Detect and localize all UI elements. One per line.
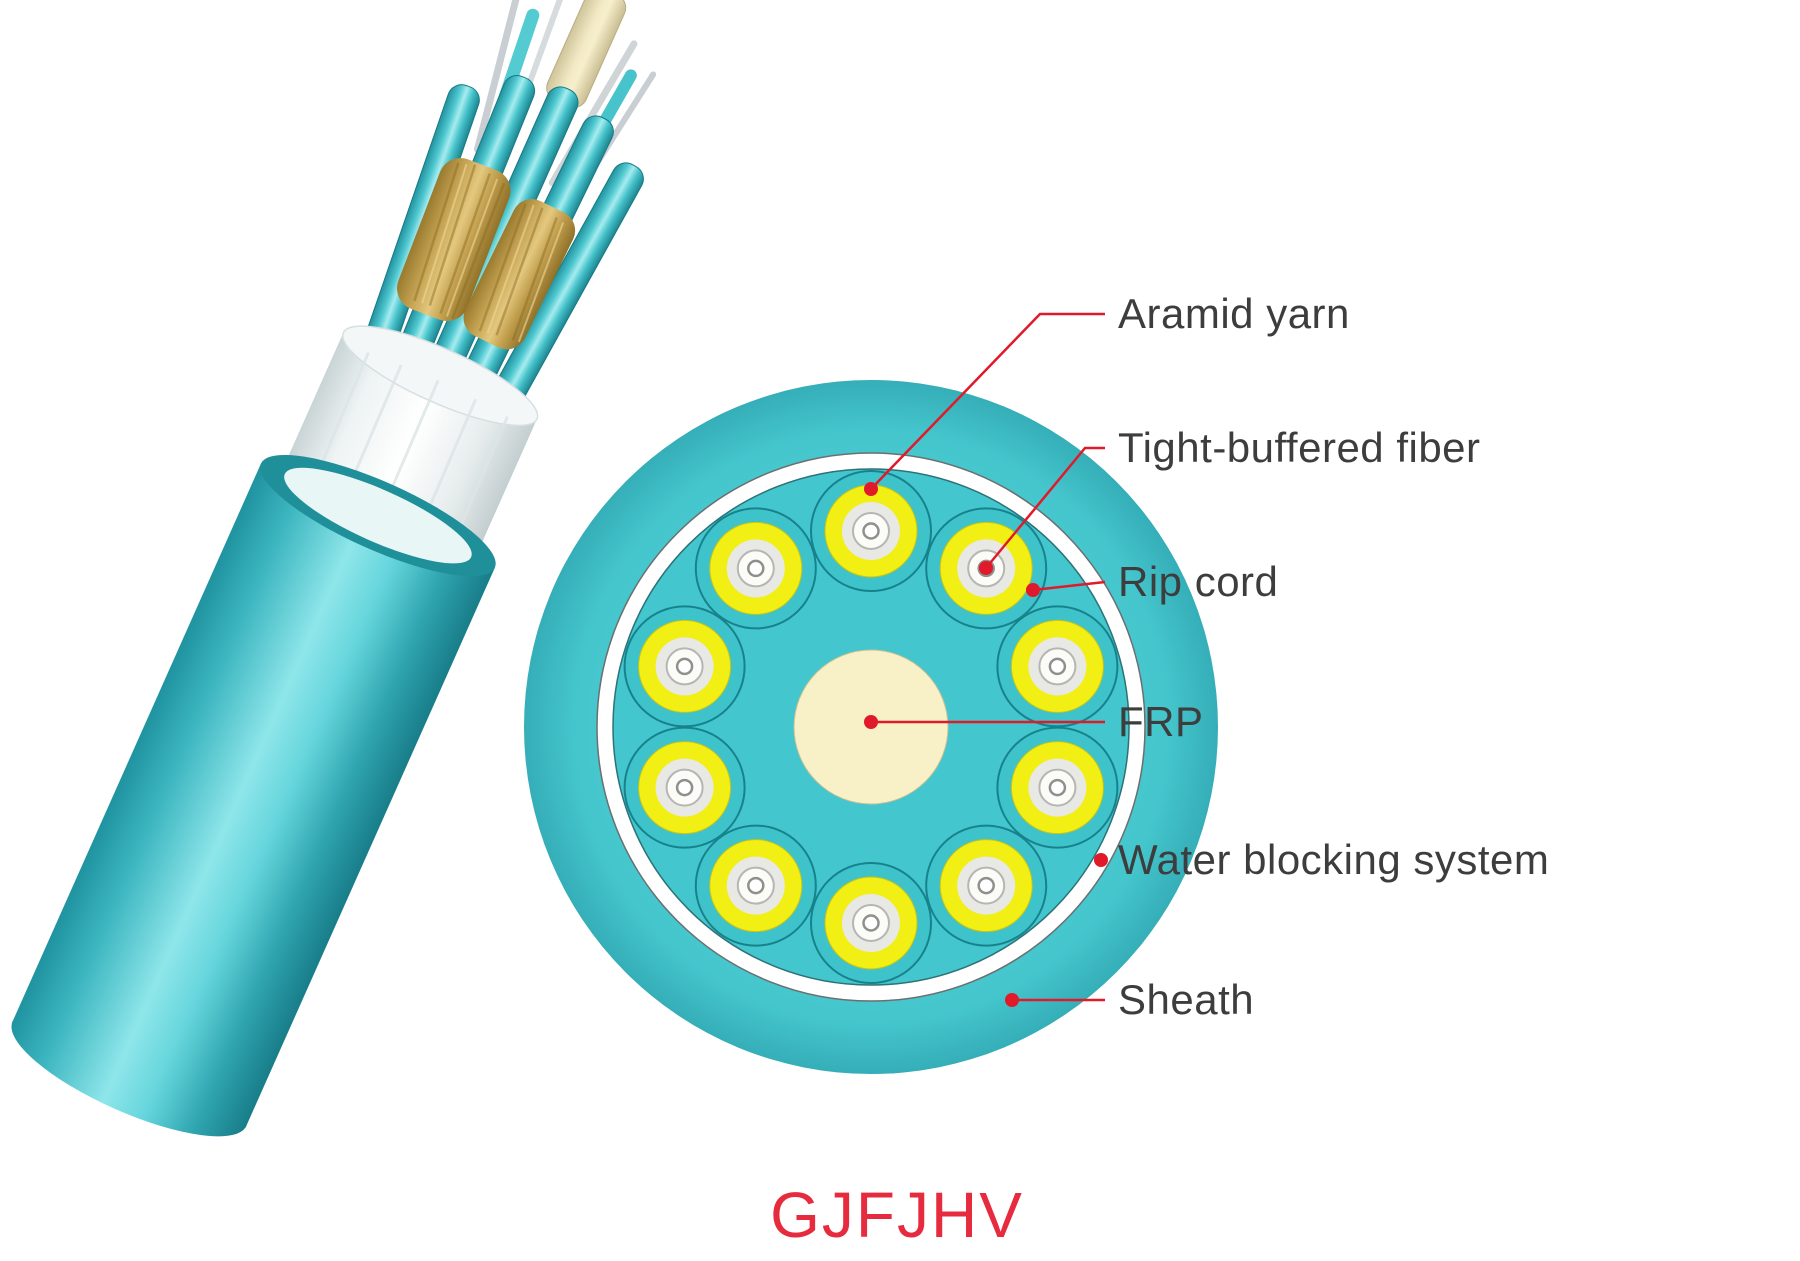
callout-dot-aramid-yarn — [864, 482, 878, 496]
label-frp: FRP — [1118, 698, 1204, 745]
label-aramid-yarn: Aramid yarn — [1118, 290, 1350, 337]
product-title: GJFJHV — [770, 1179, 1024, 1251]
callout-rip-cord — [1032, 580, 1106, 592]
callout-dot-frp — [864, 715, 878, 729]
callout-tight-buffered-fiber — [985, 446, 1105, 569]
fiber-unit — [924, 824, 1048, 947]
fiber-unit — [623, 726, 746, 849]
callout-dot-water-blocking — [1094, 853, 1108, 867]
label-rip-cord: Rip cord — [1118, 558, 1279, 605]
fiber-unit — [996, 726, 1119, 849]
label-tight-buffered-fiber: Tight-buffered fiber — [1118, 424, 1481, 471]
callout-dot-rip-cord — [1026, 583, 1040, 597]
fiber-unit — [694, 507, 818, 630]
callout-dots — [864, 482, 1108, 1007]
aramid-yarn-3d — [396, 158, 576, 350]
callout-dot-tight-buffered-fiber — [979, 561, 993, 575]
fiber-unit — [694, 824, 818, 947]
fiber-unit — [996, 605, 1119, 728]
cable-3d-render — [11, 0, 657, 1137]
fiber-unit — [809, 861, 933, 985]
label-water-blocking-system: Water blocking system — [1118, 836, 1550, 883]
fiber-unit — [623, 605, 746, 728]
cable-sheath-3d — [11, 454, 496, 1137]
callout-dot-sheath — [1005, 993, 1019, 1007]
callout-aramid-yarn — [870, 312, 1105, 490]
callout-lines — [870, 312, 1106, 1002]
label-sheath: Sheath — [1118, 976, 1255, 1023]
